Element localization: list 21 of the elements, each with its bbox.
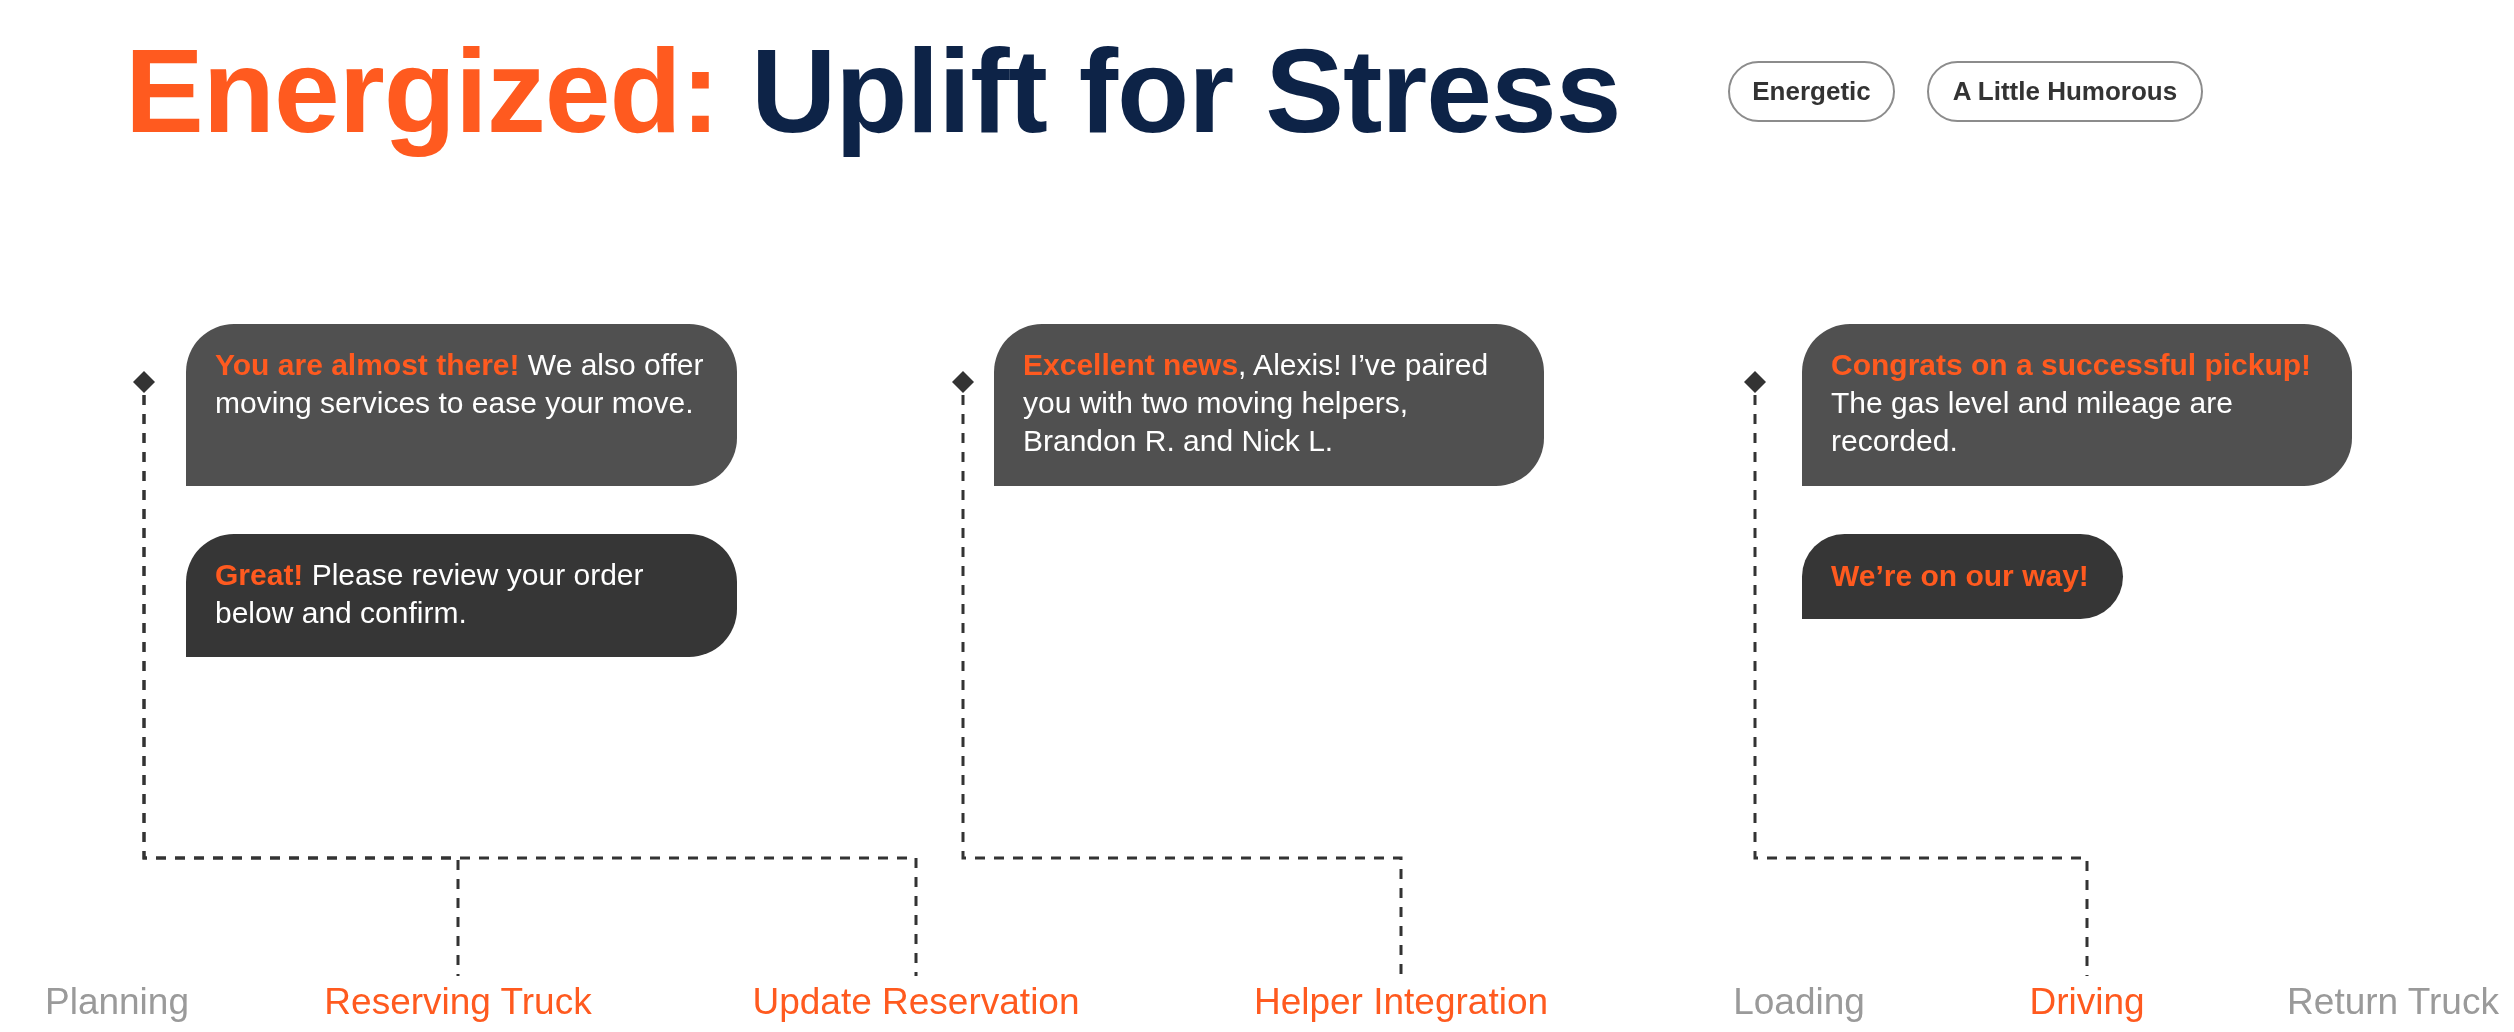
stage-label: Loading — [1733, 980, 1865, 1024]
stage-label: Planning — [45, 980, 189, 1024]
stage-label: Driving — [2029, 980, 2145, 1024]
chat-bubble: Congrats on a successful pickup! The gas level and mileage are recorded. — [1802, 324, 2352, 486]
chat-bubble: You are almost there! We also offer moving services to ease your move. — [186, 324, 737, 486]
stage-label: Helper Integration — [1253, 980, 1549, 1024]
stage-label: Return Truck — [2287, 980, 2499, 1024]
chat-bubble: We’re on our way! — [1802, 534, 2123, 619]
tone-tag: Energetic — [1728, 61, 1895, 122]
dashed-connector — [142, 395, 918, 976]
diamond-icon — [1744, 371, 1766, 393]
tone-tag: A Little Humorous — [1927, 61, 2203, 122]
dashed-connector — [1753, 395, 2089, 976]
dashed-connector — [961, 395, 1403, 976]
stage-label: Reserving Truck — [324, 980, 592, 1024]
diamond-icon — [952, 371, 974, 393]
chat-bubble: Great! Please review your order below and confirm. — [186, 534, 737, 657]
page-title: Energized: Uplift for Stress — [125, 24, 1621, 159]
stage-label: Update Reservation — [752, 980, 1080, 1024]
chat-bubble: Excellent news, Alexis! I’ve paired you with two moving helpers, Brandon R. and Nick L. — [994, 324, 1544, 486]
diamond-icon — [133, 371, 155, 393]
